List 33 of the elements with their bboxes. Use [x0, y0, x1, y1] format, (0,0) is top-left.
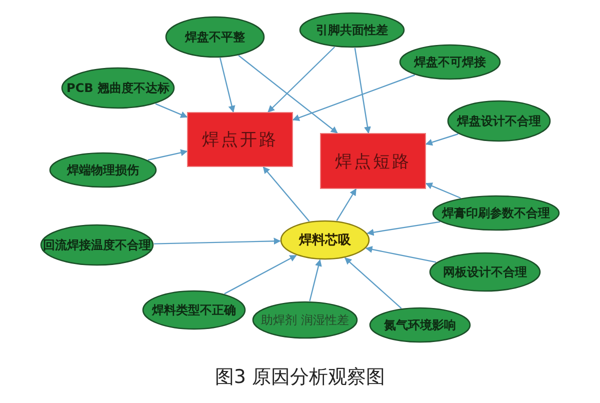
cause-ellipse: 焊盘设计不合理 [447, 100, 551, 142]
arrow [366, 221, 440, 236]
cause-ellipse: 焊料芯吸 [280, 220, 370, 260]
cause-ellipse: 氮气环境影响 [369, 307, 471, 343]
cause-ellipse: 焊膏印刷参数不合理 [432, 195, 560, 231]
cause-ellipse: 助焊剂 润湿性差 [252, 301, 358, 339]
arrow [268, 46, 336, 112]
cause-ellipse: 焊料类型不正确 [142, 290, 246, 330]
cause-ellipse: 回流焊接温度不合理 [40, 224, 154, 266]
effect-box: 焊点短路 [320, 133, 426, 189]
effect-box: 焊点开路 [187, 112, 293, 167]
arrow [154, 238, 281, 245]
arrow [354, 48, 371, 134]
cause-ellipse: 网板设计不合理 [429, 252, 541, 292]
figure-caption: 图3 原因分析观察图 [214, 365, 386, 390]
arrow [425, 182, 461, 199]
arrow [425, 133, 458, 146]
arrow [262, 166, 310, 222]
arrow [309, 259, 322, 302]
arrow [224, 254, 297, 294]
arrow [344, 257, 402, 309]
arrow [238, 55, 338, 134]
arrow [336, 188, 357, 222]
arrow [220, 58, 236, 113]
cause-ellipse: 焊盘不可焊接 [399, 44, 501, 80]
arrow [155, 103, 188, 118]
cause-ellipse: PCB 翘曲度不达标 [61, 67, 175, 109]
arrow [292, 74, 415, 121]
arrow [148, 149, 188, 161]
cause-ellipse: 焊盘不平整 [165, 16, 265, 58]
cause-ellipse: 焊端物理损伤 [49, 152, 157, 188]
cause-ellipse: 引脚共面性差 [299, 12, 405, 48]
arrow [365, 246, 436, 263]
